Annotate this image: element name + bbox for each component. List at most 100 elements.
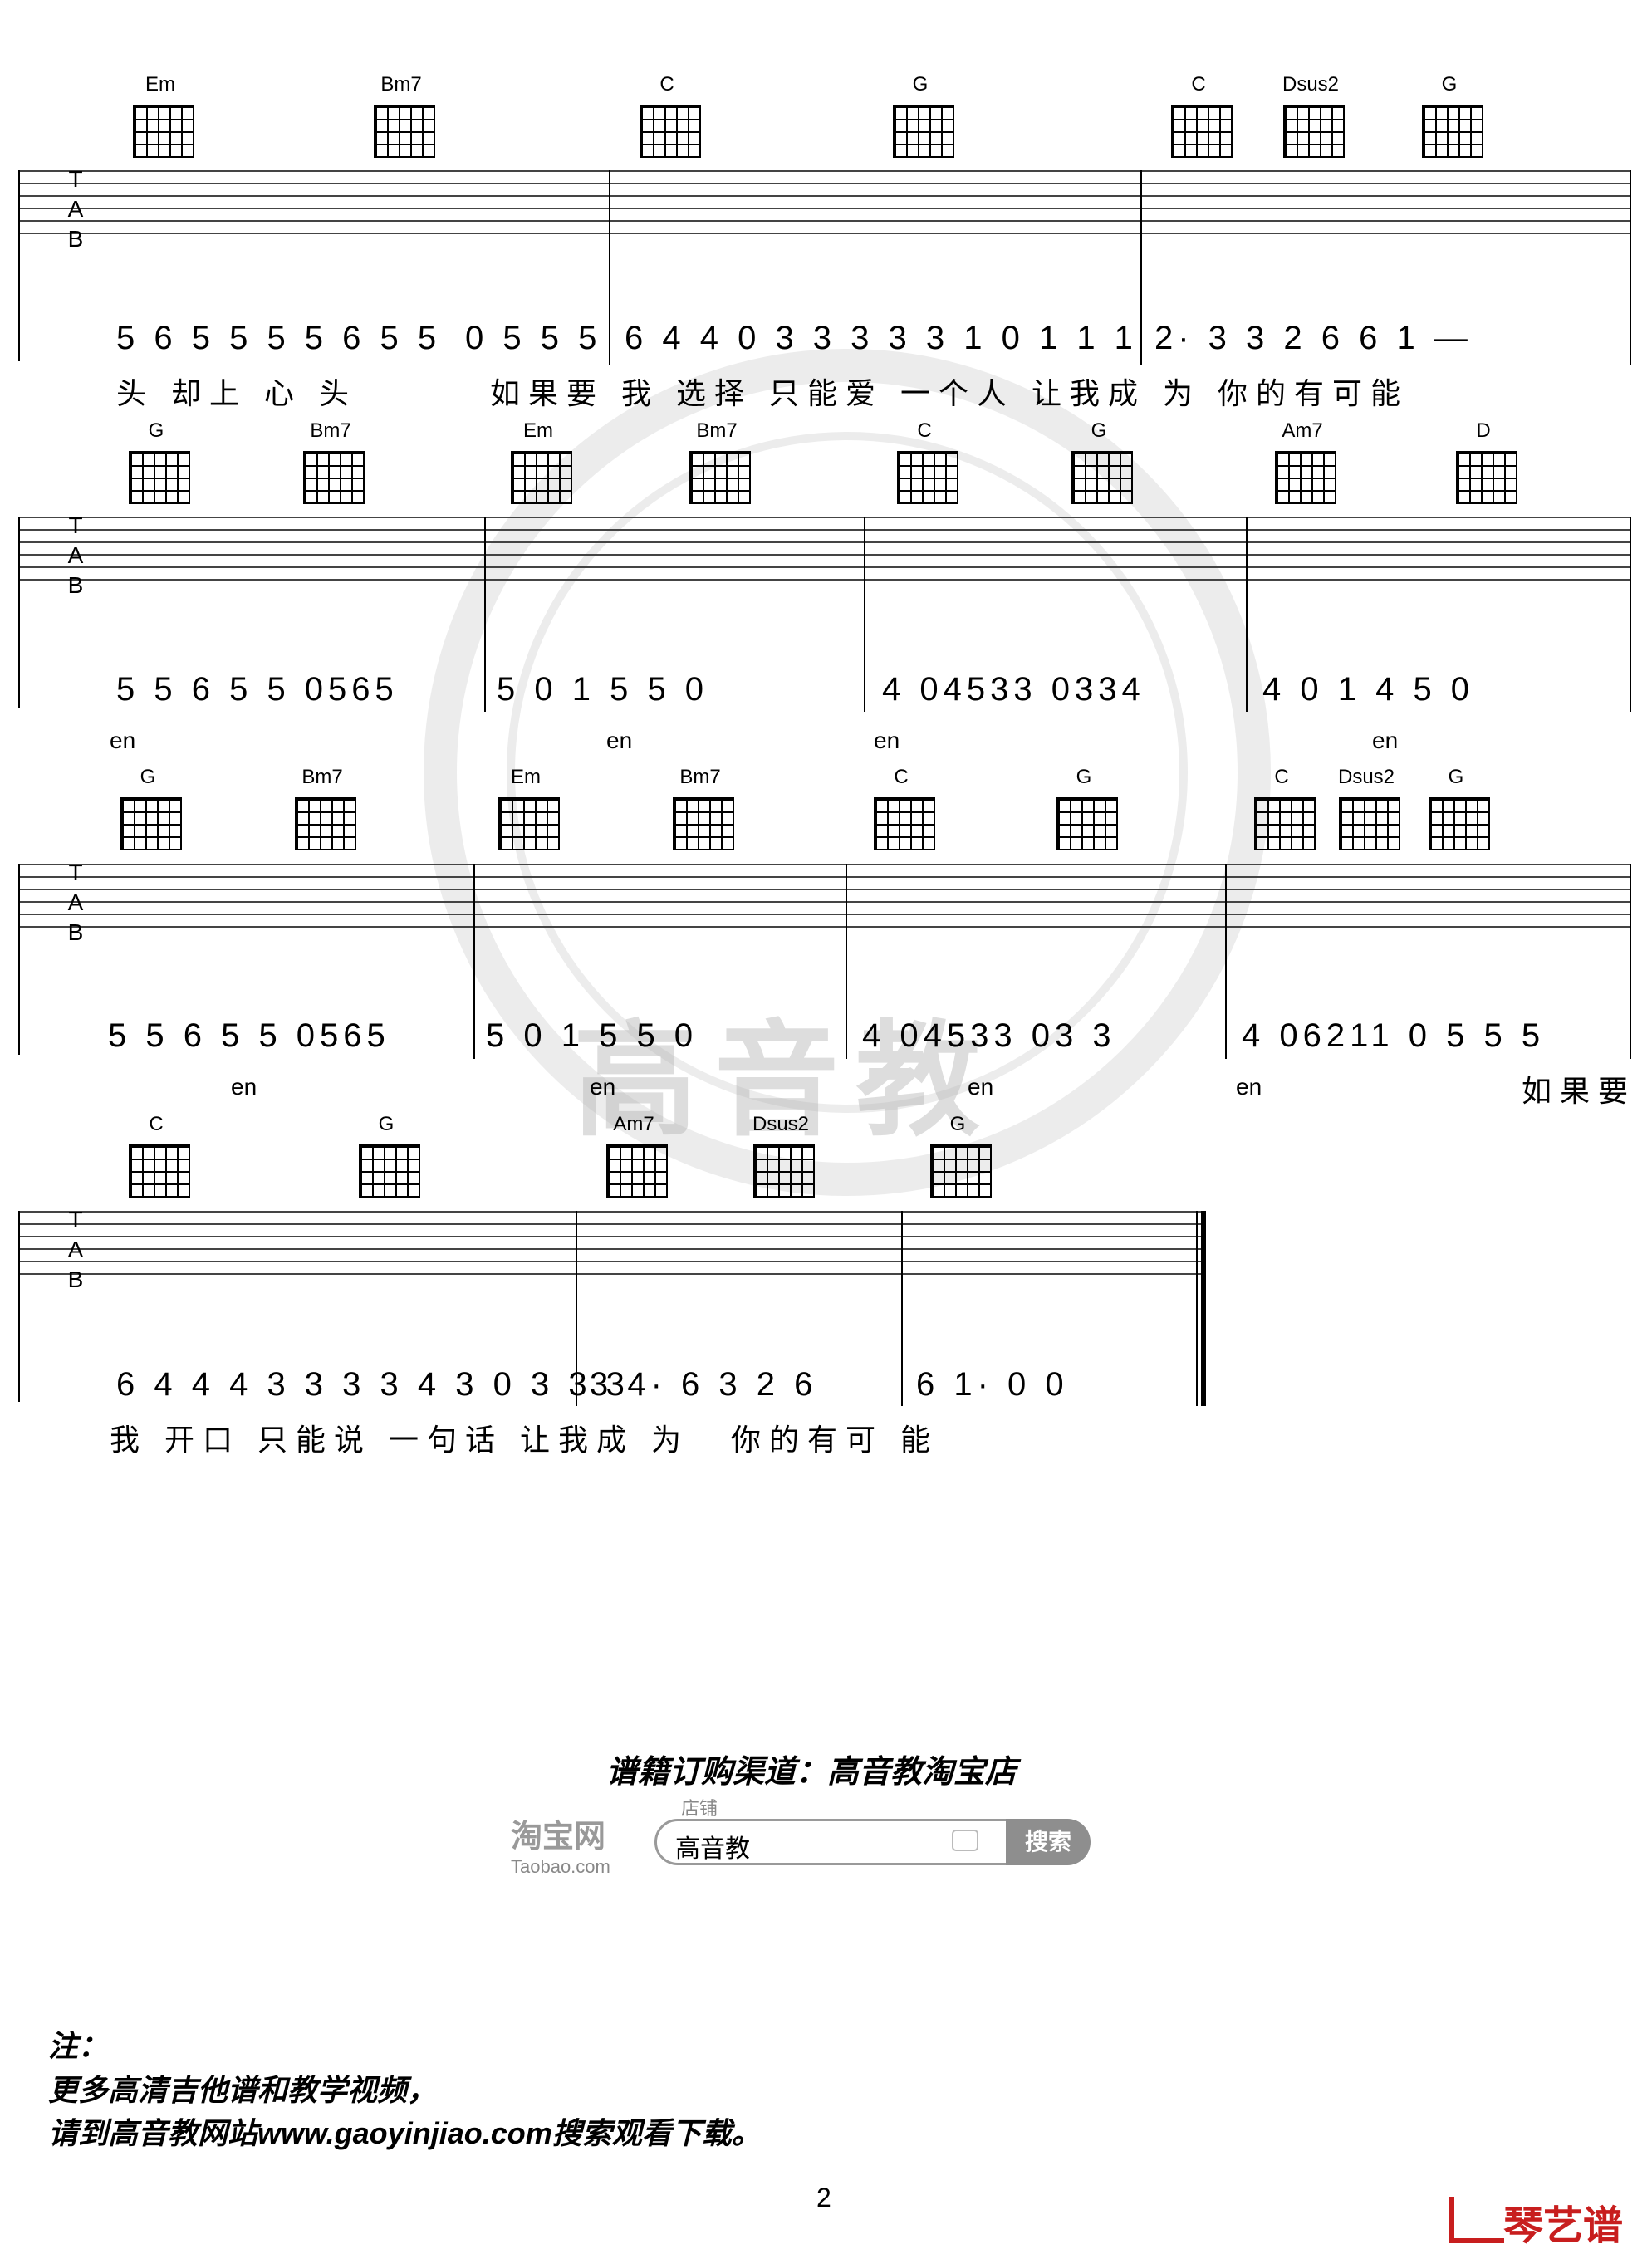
tab-string (18, 1273, 1206, 1275)
taobao-logo: 淘宝网 Taobao.com (511, 1811, 656, 1877)
barline (484, 517, 486, 712)
lyric-line: 你的有可 能 (731, 1423, 939, 1457)
chord-name: G (148, 419, 164, 442)
lyric-en: en (606, 728, 633, 753)
taobao-logo-text: 淘宝网 (511, 1820, 606, 1855)
chord-name: G (1091, 419, 1107, 442)
jianpu-measure: 5 6 5 5 5 5 6 5 5 (116, 320, 442, 356)
barline (1630, 517, 1631, 712)
chord-name: C (659, 73, 674, 96)
barline (1140, 170, 1142, 365)
chord-name: D (1476, 419, 1491, 442)
barline (1630, 170, 1631, 365)
chord-diagram (1171, 105, 1233, 158)
tab-clef-t: T (68, 512, 83, 538)
search-tab-shop[interactable]: 店铺 (681, 1798, 718, 1819)
tab-string (18, 1261, 1206, 1262)
chord-diagram (874, 797, 935, 850)
tab-string (18, 170, 1630, 172)
lyric-en: en (1372, 728, 1399, 753)
final-barline-thick (1201, 1211, 1206, 1406)
lyric-en: en (110, 728, 136, 753)
lyric-en: en (1236, 1074, 1262, 1100)
chord-name: G (1448, 766, 1464, 788)
chord-diagram (1275, 451, 1336, 504)
jianpu-measure: 2· 3 3 2 6 6 1 — (1154, 320, 1473, 356)
barline (609, 170, 610, 365)
tab-clef-b: B (67, 572, 84, 598)
lyric-en: en (968, 1074, 994, 1100)
chord-name: Bm7 (301, 766, 343, 788)
chord-diagram (1283, 105, 1345, 158)
chord-diagram (1429, 797, 1490, 850)
tab-string (18, 579, 1630, 581)
tab-string (18, 208, 1630, 209)
search-button[interactable]: 搜索 (1006, 1819, 1091, 1865)
barline (18, 864, 20, 1055)
tab-string (18, 233, 1630, 234)
tab-clef-t: T (68, 1207, 83, 1232)
chord-name: Bm7 (679, 766, 721, 788)
chord-name: Bm7 (696, 419, 738, 442)
jianpu-measure: 4 0 1 4 5 0 (1262, 671, 1475, 708)
chord-diagram (673, 797, 734, 850)
chord-name: G (949, 1113, 966, 1135)
watermark-inner-ring (507, 432, 1188, 1113)
tab-string (18, 195, 1630, 197)
tab-string (18, 1248, 1206, 1250)
lyric-line: 我 开口 只能说 一句话 让我成 为 (110, 1423, 690, 1457)
tab-string (18, 541, 1630, 543)
tab-string (18, 1211, 1206, 1213)
lyric-line: 如果要 (1522, 1074, 1637, 1108)
chord-diagram (295, 797, 356, 850)
chord-name: Am7 (613, 1113, 654, 1135)
chord-diagram (129, 451, 190, 504)
tab-clef-t: T (68, 860, 83, 885)
tab-clef-b: B (67, 226, 84, 252)
chord-name: C (1191, 73, 1206, 96)
chord-name: C (1274, 766, 1289, 788)
chord-name: Dsus2 (1337, 766, 1395, 788)
camera-icon[interactable] (952, 1830, 978, 1851)
barline (1630, 864, 1631, 1059)
jianpu-measure: 5 5 6 5 5 0565 (116, 671, 399, 708)
chord-name: G (378, 1113, 395, 1135)
jianpu-measure: 6 4 4 4 3 3 3 3 4 3 0 3 3 3 (116, 1366, 630, 1403)
jianpu-measure: 0 5 5 5 (465, 320, 602, 356)
chord-diagram (893, 105, 954, 158)
tab-string (18, 517, 1630, 518)
tab-clef-a: A (67, 1237, 84, 1262)
tab-string (18, 566, 1630, 568)
barline (901, 1211, 903, 1406)
chord-diagram (897, 451, 958, 504)
tab-string (18, 1223, 1206, 1225)
lyric-en: en (590, 1074, 616, 1100)
chord-name: Em (511, 766, 541, 788)
barline (1225, 864, 1227, 1059)
search-input[interactable]: 高音教 (675, 1835, 750, 1863)
tab-string (18, 554, 1630, 556)
chord-diagram (511, 451, 572, 504)
barline (1246, 517, 1248, 712)
chord-name: G (140, 766, 156, 788)
chord-diagram (1071, 451, 1133, 504)
taobao-domain: Taobao.com (511, 1856, 610, 1877)
chord-name: Em (523, 419, 553, 442)
jianpu-measure: 5 0 1 5 5 0 (497, 671, 709, 708)
chord-diagram (640, 105, 701, 158)
jianpu-measure: 5 5 6 5 5 0565 (108, 1017, 390, 1054)
chord-diagram (120, 797, 182, 850)
note-line-1: 更多高清吉他谱和教学视频， (48, 2073, 438, 2107)
chord-diagram (930, 1144, 992, 1198)
chord-name: Bm7 (310, 419, 351, 442)
jianpu-measure: 6 1· 0 0 (916, 1366, 1069, 1403)
tab-clef-a: A (67, 889, 84, 915)
tab-string (18, 864, 1630, 865)
barline (473, 864, 475, 1059)
chord-name: G (1076, 766, 1092, 788)
chord-diagram (303, 451, 365, 504)
chord-diagram (498, 797, 560, 850)
chord-diagram (133, 105, 194, 158)
jianpu-measure: 5 0 1 5 5 0 (486, 1017, 699, 1054)
chord-name: Dsus2 (752, 1113, 810, 1135)
